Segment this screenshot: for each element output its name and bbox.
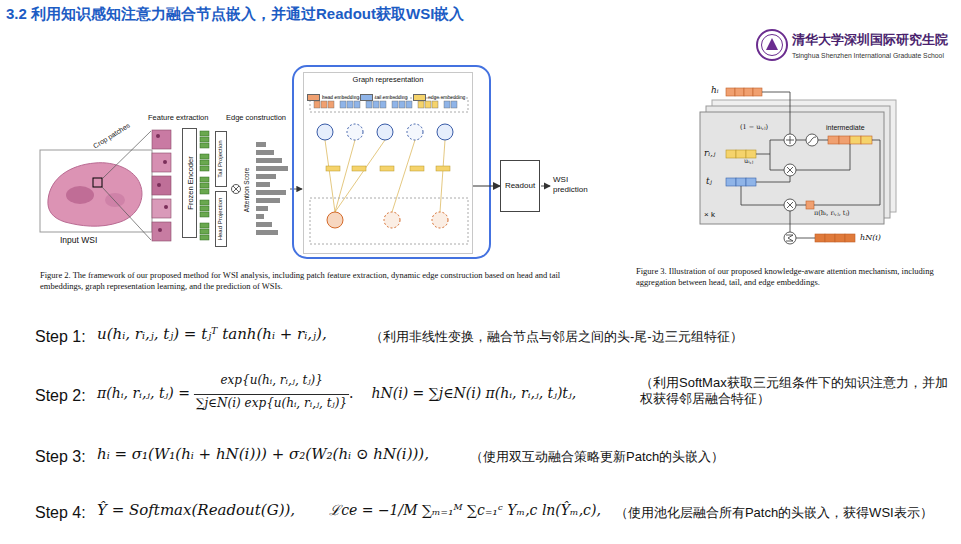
text-label: hN(i): [860, 233, 881, 243]
text-label: Step 3:: [35, 447, 86, 466]
text-label: (1 − uᵢ,ⱼ): [740, 124, 768, 132]
text-label: hᵢ: [711, 85, 719, 96]
legend-item: tail embedding: [360, 86, 408, 105]
legend-item: head embedding: [307, 86, 359, 105]
text-label: Crop patches: [92, 122, 132, 151]
connector: [473, 186, 500, 187]
text-label: intermediate: [826, 124, 865, 132]
text-label: Tsinghua Shenzhen International Graduate…: [792, 52, 944, 60]
text-label: ∑j∈N(i) exp{u(hᵢ, rᵢ,ⱼ, tⱼ)}: [196, 396, 347, 410]
legend-text: edge embedding: [428, 94, 465, 100]
text-label: Ŷ = Softmax(Readout(G)),: [97, 501, 295, 519]
node-label: Graph representation: [304, 73, 472, 84]
text-label: （利用非线性变换，融合节点与邻居之间的头-尾-边三元组特征）: [370, 329, 952, 345]
slide-title: 3.2 利用知识感知注意力融合节点嵌入，并通过Readout获取WSI嵌入: [6, 5, 464, 23]
process-box: Frozen Encoder: [182, 128, 197, 238]
legend-swatch: [307, 94, 320, 101]
process-box: Head Projection: [215, 191, 227, 247]
text-label: hᵢ = σ₁(W₁(hᵢ + hN(i))) + σ₂(W₂(hᵢ ⊙ hN(…: [97, 445, 429, 463]
text-label: uᵢ,ⱼ: [744, 158, 753, 166]
node-label: Readout: [505, 181, 535, 191]
text-label: Input WSI: [60, 235, 97, 245]
text-label: Step 1:: [35, 327, 86, 346]
text-label: Attention Score: [243, 168, 251, 212]
legend-item: edge embedding: [413, 86, 465, 105]
text-label: （使用池化层融合所有Patch的头嵌入，获得WSI表示）: [615, 505, 952, 521]
text-label: Feature extraction: [148, 113, 208, 122]
text-label: π(hᵢ, rᵢ,ⱼ, tⱼ): [814, 210, 850, 218]
text-label: ℒce = −1/M ∑ₘ₌₁ᴹ ∑c₌₁ᶜ Yₘ,c ln(Ŷₘ,c),: [329, 502, 601, 519]
legend-text: head embedding: [322, 94, 359, 100]
node-label: Tail Projection: [217, 140, 224, 177]
process-box: Readout: [500, 160, 540, 212]
node-label: Frozen Encoder: [185, 156, 194, 209]
fraction-bar: [194, 394, 349, 395]
text-label: Step 2:: [35, 386, 86, 405]
text-label: rᵢ,ⱼ: [704, 148, 715, 159]
text-label: tⱼ: [706, 176, 712, 187]
text-label: Figure 3. Illustration of our proposed k…: [636, 266, 954, 287]
text-label: × k: [704, 210, 715, 220]
text-label: 清华大学深圳国际研究生院: [792, 32, 948, 48]
text-label: u(hᵢ, rᵢ,ⱼ, tⱼ) = tⱼᵀ tanh(hᵢ + rᵢ,ⱼ),: [97, 325, 327, 343]
text-label: （利用SoftMax获取三元组条件下的知识注意力，并加权获得邻居融合特征）: [640, 375, 952, 406]
text-label: Edge construction: [226, 113, 286, 122]
legend-swatch: [360, 94, 373, 101]
node-label: Head Projection: [217, 198, 224, 241]
text-label: Step 4:: [35, 503, 86, 522]
legend-swatch: [413, 94, 426, 101]
text-label: hN(i) = ∑j∈N(i) π(hᵢ, rᵢ,ⱼ, tⱼ)tⱼ,: [372, 385, 577, 402]
text-label: WSI prediction: [553, 175, 599, 195]
text-label: exp{u(hᵢ, rᵢ,ⱼ, tⱼ)}: [220, 373, 322, 387]
text-label: （使用双互动融合策略更新Patch的头嵌入）: [470, 449, 952, 465]
legend-text: tail embedding: [375, 94, 408, 100]
text-label: .: [349, 385, 353, 402]
process-box: Tail Projection: [215, 131, 227, 187]
text-label: π(hᵢ, rᵢ,ⱼ, tⱼ) =: [97, 385, 190, 402]
figure-caption: Figure 2. The framework of our proposed …: [40, 270, 605, 291]
